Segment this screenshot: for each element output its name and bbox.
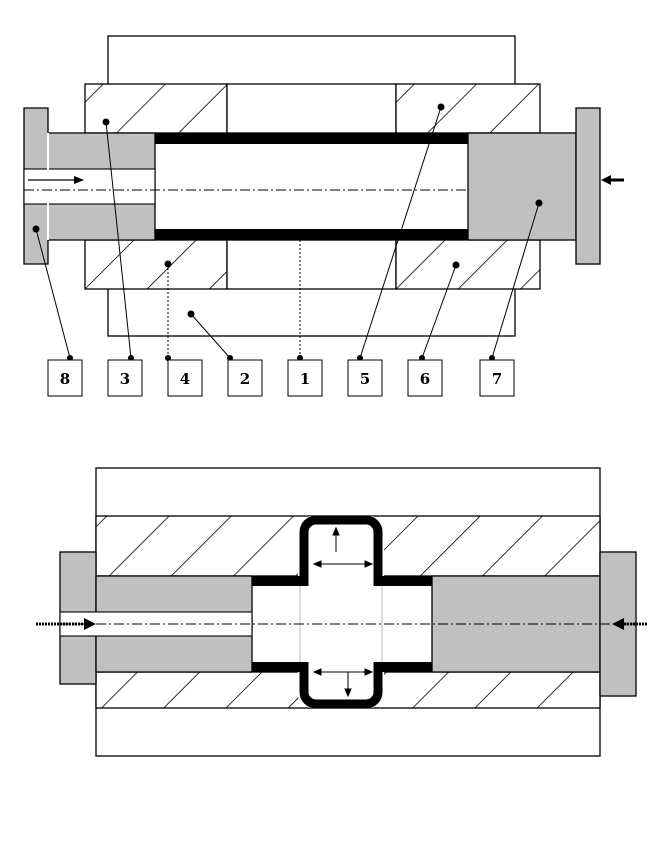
tube-top-wall: [155, 133, 468, 144]
label-4: 4: [180, 370, 190, 388]
label-3: 3: [120, 370, 130, 388]
label-8: 8: [60, 370, 70, 388]
tube-left-upper-wall: [250, 576, 304, 586]
top-figure: 8 3 4 2 1 5 6 7: [23, 35, 624, 397]
tube-right-lower-wall: [378, 662, 432, 672]
right-force-arrowhead: [601, 175, 611, 185]
lower-center-die-block: [226, 239, 397, 290]
right-plunger-body: [467, 132, 577, 241]
leader-lines: [35, 106, 540, 359]
tube-left-lower-wall: [250, 662, 304, 672]
tube-right-upper-wall: [378, 576, 432, 586]
label-7: 7: [492, 370, 502, 388]
pressure-arrows: [312, 526, 374, 698]
label-2: 2: [240, 370, 250, 388]
label-boxes: [47, 359, 515, 397]
label-1: 1: [300, 370, 310, 388]
tube-bore: [155, 144, 468, 229]
bottom-right-force-arrowhead: [612, 618, 624, 630]
tube-bottom-wall: [155, 229, 468, 240]
upper-right-die-block: [395, 83, 541, 134]
label-6: 6: [420, 370, 430, 388]
upper-center-die-block: [226, 83, 397, 134]
bottom-left-force-arrowhead: [84, 618, 96, 630]
lower-right-die-block: [395, 239, 541, 290]
right-plunger-flange: [575, 107, 601, 265]
left-plunger-channel: [23, 168, 156, 205]
label-5: 5: [360, 370, 370, 388]
lower-left-die-block: [84, 239, 228, 290]
fluid-inlet-arrowhead: [74, 176, 84, 184]
bottom-figure: [36, 467, 648, 757]
upper-left-die-block: [84, 83, 228, 134]
